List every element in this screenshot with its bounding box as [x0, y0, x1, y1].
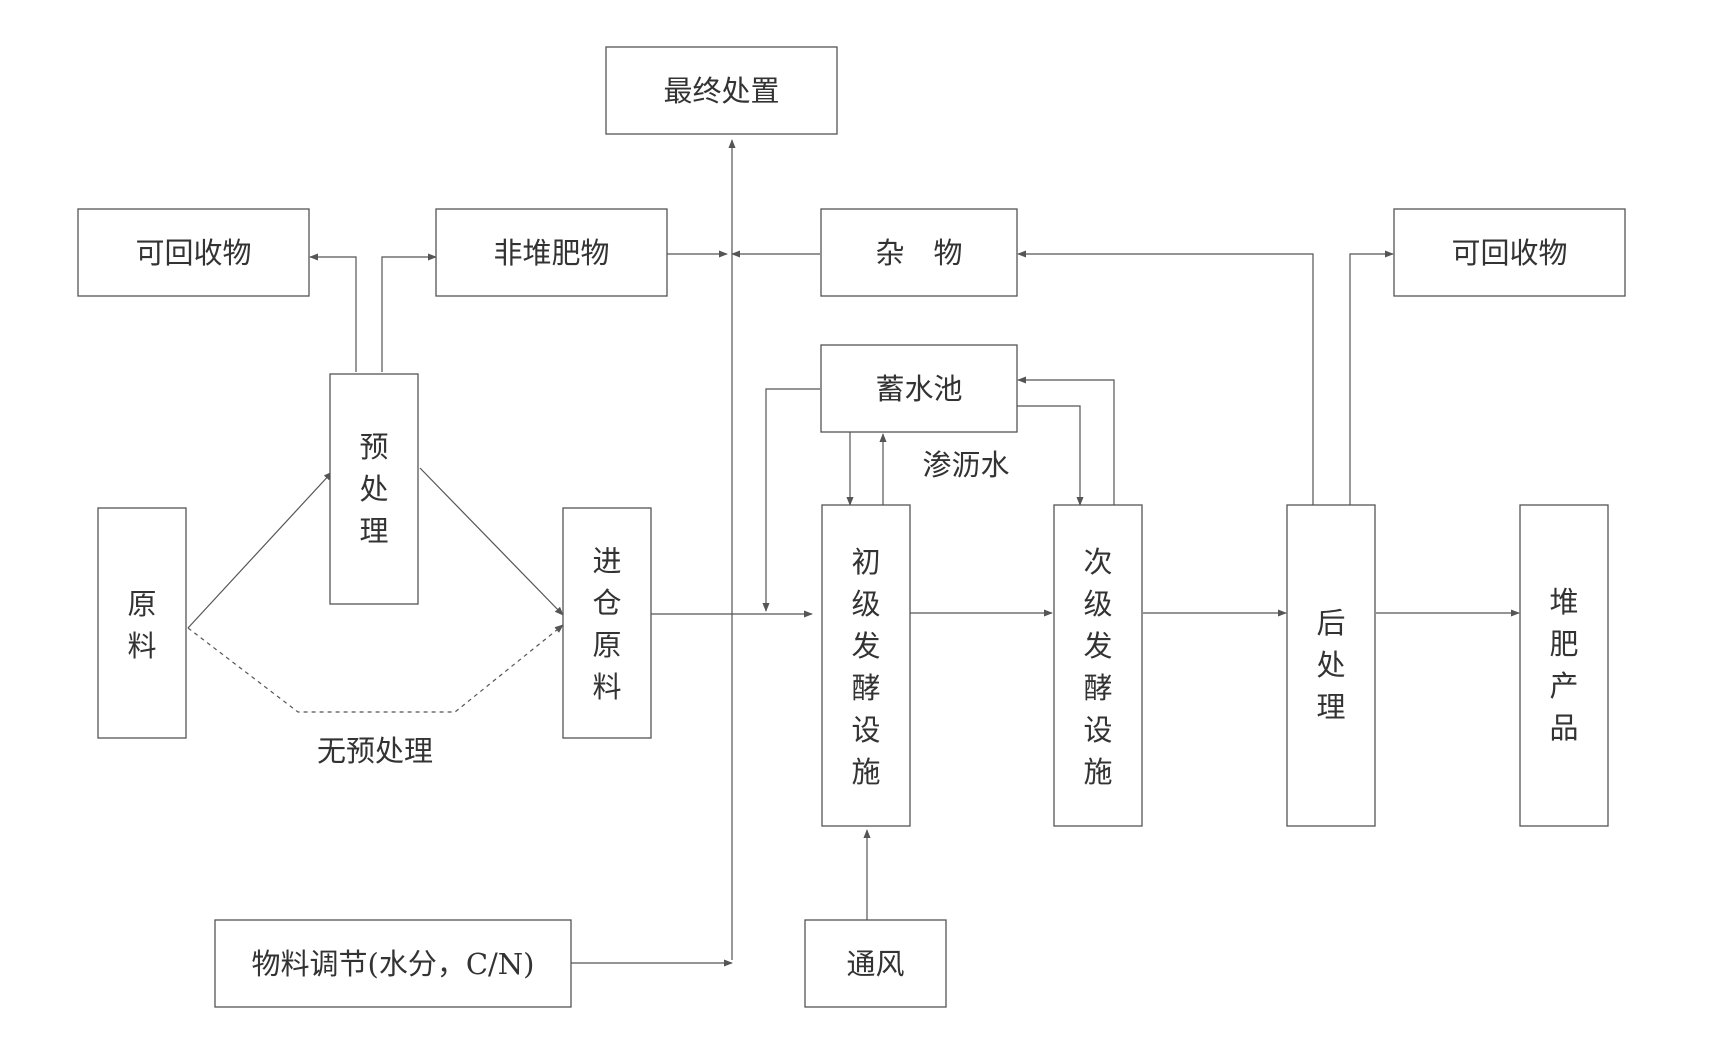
- node-compost-product: 堆肥产品: [1519, 504, 1609, 827]
- arrow-secondary-to-reservoir: [1017, 376, 1115, 505]
- node-recyclables-left-label: 可回收物: [135, 236, 251, 270]
- node-bin-feed: 进仓原料: [562, 507, 652, 739]
- node-reservoir-label: 蓄水池: [875, 372, 962, 406]
- node-final-disposal-label: 最终处置: [663, 74, 779, 108]
- node-secondary-fermentation: 次级发酵设施: [1053, 504, 1143, 827]
- node-primary-fermentation-label: 初级发酵设施: [851, 545, 880, 789]
- arrow-pretreatment-to-non-compost: [381, 253, 437, 372]
- node-non-compost: 非堆肥物: [435, 208, 668, 297]
- arrow-reservoir-recirculation: [762, 388, 820, 612]
- node-aeration: 通风: [804, 919, 947, 1008]
- arrow-reservoir-to-secondary: [1016, 405, 1084, 506]
- no-pretreatment-label: 无预处理: [317, 734, 433, 768]
- arrow-raw-to-pretreatment: [187, 471, 333, 629]
- node-recyclables-left: 可回收物: [77, 208, 310, 297]
- node-bin-feed-label: 进仓原料: [592, 544, 621, 704]
- arrow-post-treatment-to-recyclables: [1349, 250, 1394, 505]
- node-post-treatment: 后处理: [1286, 504, 1376, 827]
- node-non-compost-label: 非堆肥物: [493, 236, 609, 270]
- arrow-pretreatment-to-bin-feed: [419, 467, 564, 616]
- node-post-treatment-label: 后处理: [1316, 606, 1345, 724]
- node-aeration-label: 通风: [846, 947, 904, 981]
- node-raw-material: 原料: [97, 507, 187, 739]
- leachate-label: 渗沥水: [922, 448, 1009, 482]
- node-recyclables-right: 可回收物: [1393, 208, 1626, 297]
- node-pretreatment: 预处理: [329, 373, 419, 605]
- node-raw-material-label: 原料: [127, 587, 156, 663]
- arrow-post-treatment-to-debris: [1017, 250, 1314, 505]
- node-reservoir: 蓄水池: [820, 344, 1018, 433]
- node-debris: 杂 物: [820, 208, 1018, 297]
- node-debris-label: 杂 物: [875, 236, 962, 270]
- node-material-adjustment-label: 物料调节(水分，C/N): [252, 947, 535, 981]
- node-compost-product-label: 堆肥产品: [1549, 585, 1578, 745]
- node-pretreatment-label: 预处理: [359, 430, 388, 548]
- node-material-adjustment: 物料调节(水分，C/N): [214, 919, 572, 1008]
- node-recyclables-right-label: 可回收物: [1451, 236, 1567, 270]
- connectors: [187, 139, 1520, 967]
- node-primary-fermentation: 初级发酵设施: [821, 504, 911, 827]
- arrow-pretreatment-to-recyclables: [309, 253, 357, 372]
- arrow-raw-to-bin-feed-dashed: [187, 624, 564, 713]
- node-secondary-fermentation-label: 次级发酵设施: [1083, 545, 1112, 789]
- node-final-disposal: 最终处置: [605, 46, 838, 135]
